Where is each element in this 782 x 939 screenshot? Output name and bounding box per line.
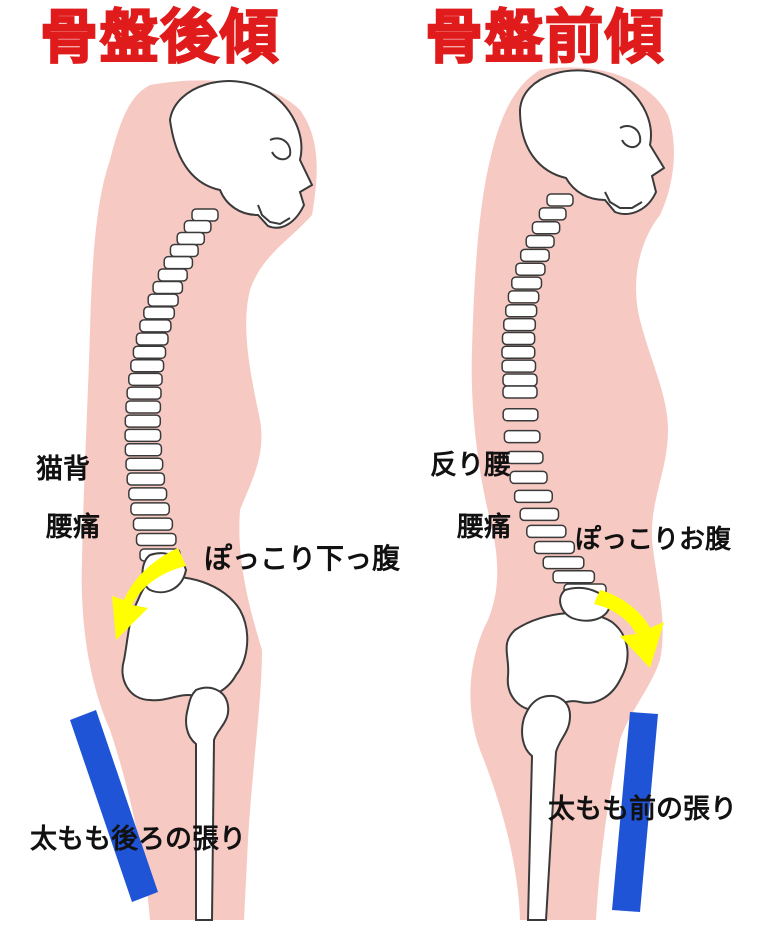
right-skull <box>518 69 666 215</box>
left-vertebra <box>126 386 162 400</box>
right-vertebra <box>505 450 544 465</box>
left-vertebra <box>135 532 177 547</box>
right-femur <box>521 695 572 921</box>
left-eye-socket <box>269 137 292 161</box>
left-vertebra <box>157 268 188 282</box>
right-vertebra <box>511 276 543 290</box>
right-label-upper: 反り腰 <box>430 450 511 481</box>
left-vertebra <box>139 319 172 333</box>
right-vertebra <box>501 345 536 360</box>
right-vertebra <box>519 507 560 522</box>
right-vertebra <box>504 304 538 318</box>
left-vertebra <box>130 358 165 373</box>
left-vertebra <box>143 306 176 320</box>
left-vertebra <box>191 208 219 222</box>
right-figure <box>470 67 674 921</box>
left-vertebra <box>169 243 199 258</box>
left-vertebra <box>147 293 179 307</box>
left-vertebra <box>128 372 163 387</box>
left-vertebra <box>152 280 184 295</box>
left-vertebra <box>176 231 206 246</box>
right-vertebra <box>503 429 541 444</box>
left-belly-arrow <box>112 548 186 640</box>
left-vertebra <box>183 219 212 234</box>
left-body-silhouette <box>81 80 317 920</box>
left-femur <box>185 686 230 921</box>
right-vertebra <box>546 193 574 207</box>
right-spine <box>501 193 607 597</box>
left-vertebra <box>132 345 167 360</box>
right-vertebra <box>526 524 567 539</box>
right-thigh-bar <box>612 712 658 912</box>
left-vertebra <box>163 255 194 270</box>
right-vertebra <box>538 207 567 221</box>
left-vertebra <box>128 487 168 501</box>
right-vertebra <box>533 540 576 555</box>
left-pelvis <box>121 575 249 702</box>
left-thigh-bar <box>70 710 158 902</box>
right-vertebra <box>502 385 538 399</box>
left-vertebra <box>132 517 174 531</box>
right-eye-socket <box>619 124 642 148</box>
right-jaw <box>604 191 643 209</box>
left-figure <box>70 80 317 921</box>
right-vertebra <box>502 408 539 422</box>
left-label-lower: 腰痛 <box>46 512 100 543</box>
right-title: 骨盤前傾 <box>424 3 666 71</box>
right-belly-arrow <box>594 590 664 668</box>
left-belly-label: ぽっこり下っ腹 <box>204 542 401 575</box>
right-vertebra <box>542 555 585 570</box>
right-vertebra <box>552 570 596 584</box>
left-vertebra <box>135 332 169 346</box>
right-vertebra <box>531 220 561 235</box>
right-vertebra <box>513 489 553 504</box>
right-belly-label: ぽっこりお腹 <box>575 525 732 555</box>
left-vertebra <box>124 428 162 443</box>
left-vertebra <box>124 442 163 457</box>
left-vertebra <box>126 472 166 486</box>
right-pelvis <box>505 612 629 712</box>
right-vertebra <box>501 331 536 346</box>
left-vertebra <box>130 502 170 516</box>
left-vertebra <box>125 400 162 414</box>
right-vertebra <box>507 290 540 304</box>
right-thigh-label: 太もも前の張り <box>548 794 737 825</box>
right-vertebra <box>519 248 550 263</box>
left-vertebra <box>125 457 164 472</box>
right-vertebra <box>502 373 538 387</box>
left-label-upper: 猫背 <box>36 454 90 485</box>
right-vertebra <box>515 262 546 276</box>
left-title: 骨盤後傾 <box>39 3 281 71</box>
right-label-lower: 腰痛 <box>457 512 511 543</box>
left-vertebra <box>124 414 162 428</box>
left-skull <box>168 80 314 229</box>
right-vertebra <box>525 234 555 249</box>
left-thigh-label: 太もも後ろの張り <box>30 824 246 855</box>
right-vertebra <box>503 317 537 332</box>
right-vertebra <box>509 470 548 485</box>
right-vertebra <box>501 359 537 373</box>
left-jaw <box>257 204 291 226</box>
